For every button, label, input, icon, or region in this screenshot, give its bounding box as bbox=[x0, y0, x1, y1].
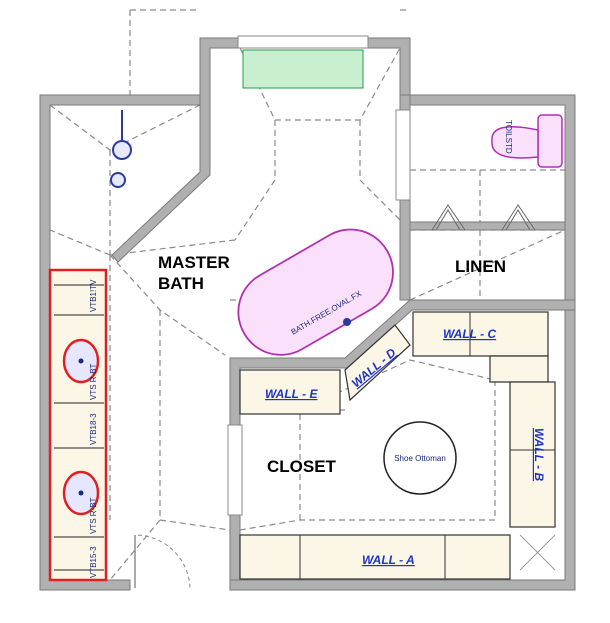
closet-cabinets bbox=[239, 311, 556, 580]
entry-door[interactable] bbox=[134, 534, 191, 589]
vanity-label-bottom: VTB15-3 bbox=[89, 546, 98, 578]
shower-valve-icon bbox=[110, 172, 126, 188]
tub-drain-icon bbox=[343, 318, 351, 326]
window-closet bbox=[227, 424, 243, 516]
window-linen bbox=[395, 109, 411, 201]
room-label-linen: LINEN bbox=[455, 257, 506, 276]
wall-d-cabinet[interactable] bbox=[344, 324, 411, 402]
vanity[interactable]: VTB1!TV VTS R-BT VTB18-3 VTS R-BT VTB15-… bbox=[48, 268, 108, 582]
shower-head-icon bbox=[112, 140, 132, 160]
wall-e-label: WALL - E bbox=[265, 387, 318, 401]
wall-c-cabinet[interactable] bbox=[412, 311, 549, 357]
window-seat bbox=[242, 49, 364, 89]
vanity-label-sink2: VTS R-BT bbox=[89, 497, 98, 534]
toilet-label: TOILSTD bbox=[504, 120, 513, 154]
room-label-master: MASTER bbox=[158, 253, 230, 272]
walls bbox=[39, 35, 576, 591]
shower-fixtures bbox=[110, 110, 132, 188]
room-label-closet: CLOSET bbox=[267, 457, 337, 476]
ottoman-label: Shoe Ottoman bbox=[394, 454, 446, 463]
wall-e-cabinet[interactable] bbox=[239, 369, 341, 415]
wall-c-label: WALL - C bbox=[443, 327, 496, 341]
linen-marks bbox=[431, 204, 536, 231]
wall-a-label: WALL - A bbox=[362, 553, 415, 567]
toilet[interactable]: TOILSTD bbox=[491, 114, 563, 168]
wall-b-cabinet[interactable] bbox=[509, 381, 556, 528]
wall-a-cabinet[interactable] bbox=[239, 534, 511, 580]
vanity-label-top: VTB1!TV bbox=[89, 279, 98, 312]
room-label-bath: BATH bbox=[158, 274, 204, 293]
shoe-ottoman[interactable] bbox=[383, 421, 457, 495]
vanity-label-mid: VTB18-3 bbox=[89, 413, 98, 445]
wall-b-label: WALL - B bbox=[532, 428, 546, 481]
window-top bbox=[237, 35, 369, 49]
vanity-label-sink1: VTS R-BT bbox=[89, 363, 98, 400]
